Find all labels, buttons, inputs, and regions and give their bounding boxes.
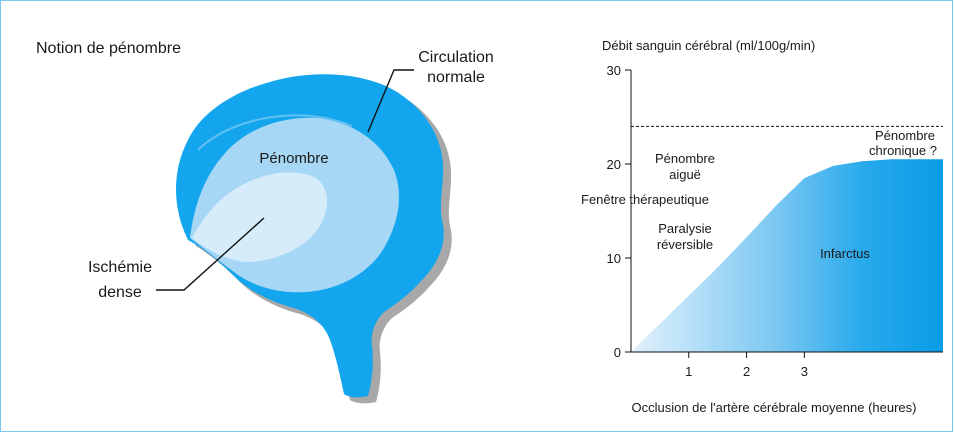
y-tick-label: 20 bbox=[607, 157, 621, 172]
ischemia-label-1: Ischémie bbox=[88, 259, 152, 276]
y-ticks: 0 10 20 30 bbox=[607, 63, 631, 360]
x-axis-label: Occlusion de l'artère cérébrale moyenne … bbox=[631, 400, 916, 415]
y-tick-label: 30 bbox=[607, 63, 621, 78]
y-tick-label: 10 bbox=[607, 251, 621, 266]
x-ticks: 1 2 3 bbox=[685, 352, 808, 379]
chronic-penumbra-label-2: chronique ? bbox=[869, 143, 937, 158]
infarct-area bbox=[631, 159, 943, 352]
y-tick-label: 0 bbox=[614, 345, 621, 360]
circulation-label-1: Circulation bbox=[418, 49, 494, 66]
x-tick-label: 3 bbox=[801, 364, 808, 379]
acute-penumbra-label-1: Pénombre bbox=[655, 151, 715, 166]
chronic-penumbra-label-1: Pénombre bbox=[875, 128, 935, 143]
x-tick-label: 1 bbox=[685, 364, 692, 379]
ischemia-label-2: dense bbox=[98, 284, 142, 301]
penumbra-label: Pénombre bbox=[259, 150, 328, 167]
cbf-chart: Débit sanguin cérébral (ml/100g/min) 010… bbox=[581, 38, 943, 415]
reversible-paralysis-label-1: Paralysie bbox=[658, 221, 711, 236]
chart-title: Débit sanguin cérébral (ml/100g/min) bbox=[602, 38, 815, 53]
circulation-label-2: normale bbox=[427, 69, 485, 86]
reversible-paralysis-label-2: réversible bbox=[657, 237, 713, 252]
left-title: Notion de pénombre bbox=[36, 40, 181, 57]
infarct-label: Infarctus bbox=[820, 246, 870, 261]
x-tick-label: 2 bbox=[743, 364, 750, 379]
brain-diagram bbox=[176, 74, 452, 403]
therapeutic-window-label: Fenêtre thérapeutique bbox=[581, 192, 709, 207]
acute-penumbra-label-2: aiguë bbox=[669, 167, 701, 182]
